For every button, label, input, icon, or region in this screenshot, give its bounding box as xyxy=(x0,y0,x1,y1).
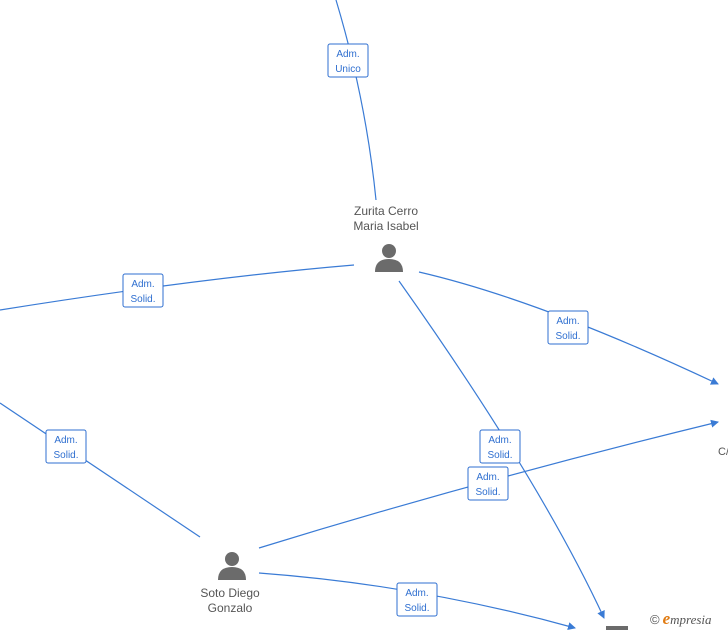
edge-label-line2: Solid. xyxy=(487,450,512,461)
edge-label-adm-solid-bottom[interactable]: Adm. Solid. xyxy=(396,582,438,617)
brand-name-rest: mpresia xyxy=(670,612,712,627)
edge-label-line1: Adm. xyxy=(131,279,154,290)
empresia-watermark: ©empresia xyxy=(650,609,712,629)
edge-label-adm-solid-lower-left[interactable]: Adm. Solid. xyxy=(45,429,87,464)
edge-zurita-to-left xyxy=(0,264,355,311)
brand-e-letter: e xyxy=(662,609,671,628)
edge-label-line1: Adm. xyxy=(556,316,579,327)
edge-label-line2: Unico xyxy=(335,64,361,75)
node-company-label-clipped[interactable]: C/ xyxy=(718,446,728,458)
edge-label-adm-solid-left[interactable]: Adm. Solid. xyxy=(122,273,164,308)
node-name-line2: Maria Isabel xyxy=(353,219,418,233)
edge-top-to-zurita xyxy=(335,0,377,201)
node-soto-diego[interactable]: Soto Diego Gonzalo xyxy=(200,552,260,615)
node-zurita-cerro[interactable]: Zurita Cerro Maria Isabel xyxy=(353,204,419,272)
person-icon xyxy=(218,552,246,580)
edge-label-adm-solid-right[interactable]: Adm. Solid. xyxy=(547,310,589,345)
edge-zurita-to-bottom xyxy=(398,280,605,619)
node-name-line2: Gonzalo xyxy=(208,601,253,615)
edge-label-line1: Adm. xyxy=(476,472,499,483)
person-icon xyxy=(375,244,403,272)
edge-label-adm-solid-center-low[interactable]: Adm. Solid. xyxy=(467,466,509,501)
edge-label-adm-solid-center[interactable]: Adm. Solid. xyxy=(479,429,521,464)
copyright-symbol: © xyxy=(650,612,660,627)
edge-label-line2: Solid. xyxy=(404,603,429,614)
edge-label-line2: Solid. xyxy=(475,487,500,498)
edge-label-adm-unico[interactable]: Adm. Unico xyxy=(327,43,369,78)
edge-label-line1: Adm. xyxy=(336,49,359,60)
edge-left-to-soto xyxy=(0,402,201,538)
edge-label-line2: Solid. xyxy=(53,450,78,461)
edge-label-line2: Solid. xyxy=(555,331,580,342)
edge-label-line1: Adm. xyxy=(488,435,511,446)
edge-label-line2: Solid. xyxy=(130,294,155,305)
edge-label-line1: Adm. xyxy=(54,435,77,446)
node-name-line1: Soto Diego xyxy=(200,586,260,600)
node-name-line1: Zurita Cerro xyxy=(354,204,418,218)
edge-label-line1: Adm. xyxy=(405,588,428,599)
building-icon xyxy=(606,626,628,630)
